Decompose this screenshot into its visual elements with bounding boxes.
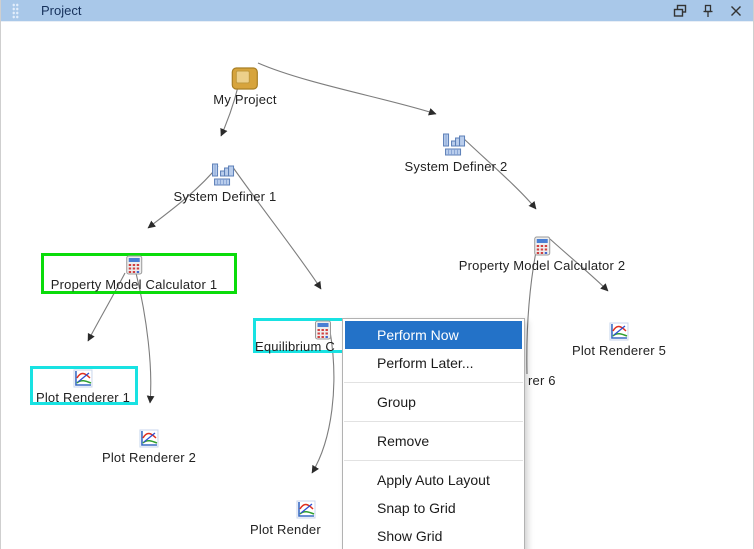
menu-item-show-grid[interactable]: Show Grid <box>377 528 443 544</box>
calculator-icon[interactable] <box>315 320 332 340</box>
menu-item-perform-later[interactable]: Perform Later... <box>377 355 474 371</box>
node-plot-renderer-6-label[interactable]: rer 6 <box>528 373 556 388</box>
close-panel-icon[interactable] <box>728 3 743 18</box>
menu-separator <box>344 421 523 422</box>
node-label: Property Model Calculator 2 <box>458 258 626 273</box>
context-menu: Perform Now Perform Later... Group Remov… <box>342 318 525 549</box>
node-equilibrium-calculator-label[interactable]: Equilibrium C <box>255 339 335 354</box>
node-plot-renderer-bottom-label[interactable]: Plot Render <box>250 522 321 537</box>
plot-renderer-icon <box>609 322 629 341</box>
plot-renderer-icon <box>73 369 93 388</box>
menu-item-perform-now[interactable]: Perform Now <box>345 321 522 349</box>
node-property-model-calculator-2[interactable]: Property Model Calculator 2 <box>459 236 626 273</box>
plot-renderer-icon[interactable] <box>296 500 316 519</box>
node-label: My Project <box>213 92 277 107</box>
node-system-definer-2[interactable]: System Definer 2 <box>405 132 508 174</box>
calculator-icon <box>534 236 550 256</box>
menu-item-snap-to-grid[interactable]: Snap to Grid <box>377 500 456 516</box>
menu-item-remove[interactable]: Remove <box>377 433 430 449</box>
plot-renderer-icon <box>139 429 159 448</box>
window-controls <box>672 3 743 18</box>
menu-item-apply-auto-layout[interactable]: Apply Auto Layout <box>377 472 490 488</box>
node-my-project[interactable]: My Project <box>213 67 277 107</box>
calculator-icon <box>126 255 142 275</box>
project-folder-icon <box>231 67 259 90</box>
node-label: Plot Renderer 2 <box>101 450 197 465</box>
menu-item-group[interactable]: Group <box>377 394 416 410</box>
node-label: Plot Renderer 5 <box>571 343 667 358</box>
drag-grip[interactable] <box>12 3 19 19</box>
panel-titlebar[interactable]: Project <box>1 0 753 22</box>
system-definer-icon <box>212 163 234 186</box>
float-window-icon[interactable] <box>672 3 687 18</box>
node-system-definer-1[interactable]: System Definer 1 <box>174 162 277 204</box>
node-plot-renderer-5[interactable]: Plot Renderer 5 <box>572 322 666 358</box>
selection-box-green <box>41 253 237 294</box>
panel-title: Project <box>41 3 82 18</box>
node-label: System Definer 1 <box>173 189 277 204</box>
menu-separator <box>344 460 523 461</box>
node-label: Property Model Calculator 1 <box>50 277 218 292</box>
pin-panel-icon[interactable] <box>700 3 715 18</box>
system-definer-icon <box>443 133 465 156</box>
graph-edges <box>87 62 609 474</box>
node-plot-renderer-2[interactable]: Plot Renderer 2 <box>102 429 196 465</box>
node-label: System Definer 2 <box>404 159 508 174</box>
menu-separator <box>344 382 523 383</box>
selection-box-cyan-plot-renderer-1 <box>30 366 138 405</box>
node-plot-renderer-1[interactable]: Plot Renderer 1 <box>36 369 130 405</box>
node-label: Plot Renderer 1 <box>35 390 131 405</box>
node-property-model-calculator-1[interactable]: Property Model Calculator 1 <box>51 255 218 292</box>
